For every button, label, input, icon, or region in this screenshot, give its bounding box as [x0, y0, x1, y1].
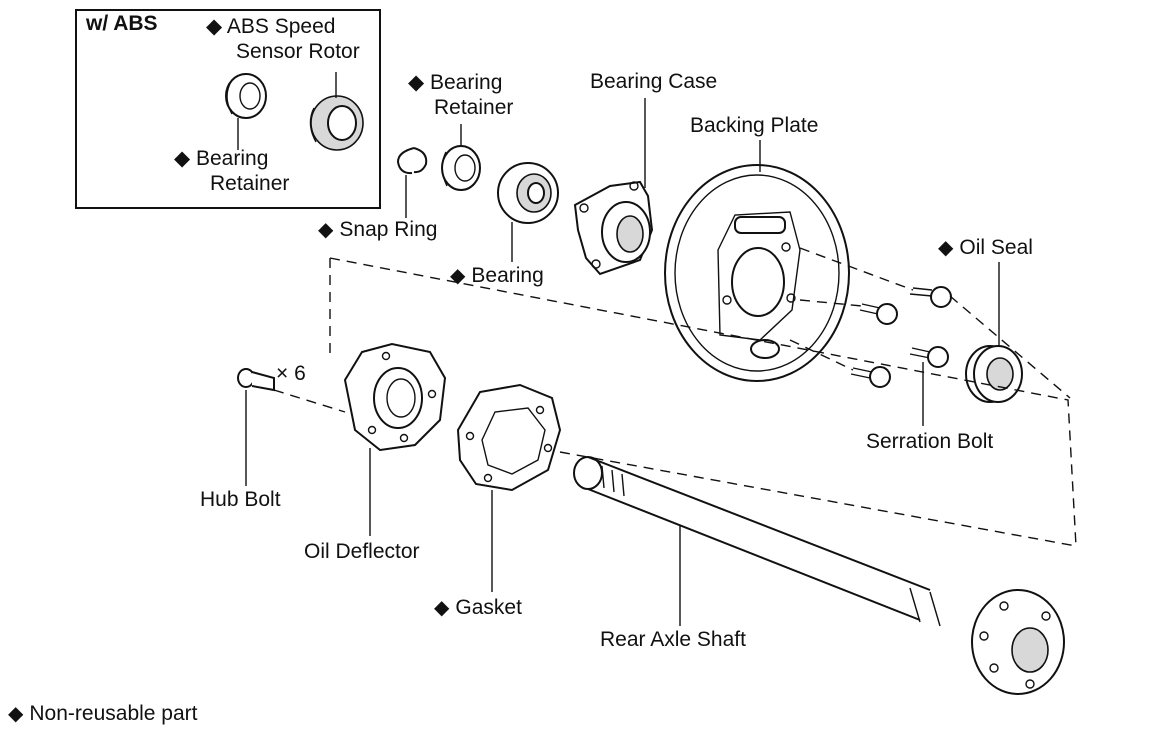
- bearing-retainer-label: ◆ Bearing Retainer: [408, 71, 514, 119]
- serration-bolts-drawing: [850, 286, 952, 426]
- abs-rotor-label: ◆ ABS Speed Sensor Rotor: [206, 15, 360, 63]
- non-reusable-marker: ◆: [206, 15, 223, 38]
- serration-bolt-label: Serration Bolt: [866, 430, 994, 453]
- hub-bolt-quantity: × 6: [276, 362, 306, 385]
- oil-seal-label: ◆Oil Seal: [938, 236, 1033, 259]
- bearing-label: ◆Bearing: [450, 264, 544, 287]
- non-reusable-marker: ◆: [450, 265, 466, 287]
- oil-seal-drawing: [965, 262, 1023, 403]
- oil-deflector-drawing: [343, 342, 447, 536]
- backing-plate-label: Backing Plate: [690, 114, 819, 137]
- gasket-drawing: [456, 383, 562, 592]
- bearing-case-label: Bearing Case: [590, 70, 718, 93]
- rear-axle-shaft-label: Rear Axle Shaft: [600, 628, 746, 651]
- oil-deflector-label: Oil Deflector: [304, 540, 420, 563]
- abs-sensor-rotor-drawing: [309, 72, 364, 151]
- abs-retainer-label: ◆ Bearing Retainer: [174, 147, 290, 195]
- snap-ring-label: ◆Snap Ring: [318, 218, 438, 241]
- non-reusable-marker: ◆: [8, 703, 24, 725]
- bearing-retainer-drawing: [441, 124, 481, 191]
- legend: ◆Non-reusable part: [8, 702, 197, 726]
- assembly-guide-lines: [273, 247, 1077, 547]
- backing-plate-drawing: [664, 140, 850, 382]
- abs-bearing-retainer-drawing: [225, 73, 267, 150]
- bearing-case-drawing: [573, 98, 654, 276]
- non-reusable-marker: ◆: [318, 219, 334, 241]
- hub-bolt-drawing: [237, 368, 275, 486]
- inset-header: w/ ABS: [86, 12, 158, 35]
- snap-ring-drawing: [396, 147, 428, 218]
- non-reusable-marker: ◆: [174, 147, 191, 170]
- rear-axle-shaft-drawing: [573, 456, 1065, 695]
- non-reusable-marker: ◆: [434, 597, 450, 619]
- bearing-drawing: [497, 162, 559, 262]
- non-reusable-marker: ◆: [408, 71, 425, 94]
- gasket-label: ◆Gasket: [434, 596, 522, 619]
- legend-text: Non-reusable part: [29, 702, 198, 725]
- hub-bolt-label: Hub Bolt: [200, 488, 281, 511]
- non-reusable-marker: ◆: [938, 237, 954, 259]
- abs-inset-frame: [75, 9, 381, 209]
